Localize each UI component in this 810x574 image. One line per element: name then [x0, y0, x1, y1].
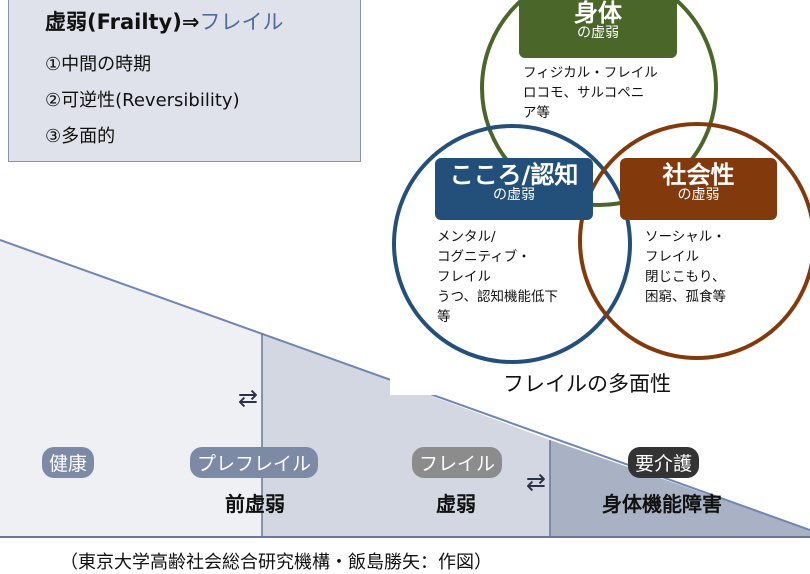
- source-note: （東京大学高齢社会総合研究機構・飯島勝矢：作図）: [60, 552, 492, 573]
- point-3: ③多面的: [45, 126, 116, 147]
- stage-care-pill: 要介護: [628, 447, 700, 478]
- stage-prefrail-pill: プレフレイル: [190, 447, 319, 478]
- stage-frail-label: 虚弱: [436, 492, 476, 516]
- reversible-arrow-icon: ⇄: [526, 468, 547, 496]
- stage-care-label: 身体機能障害: [602, 492, 722, 516]
- stage-frail-pill: フレイル: [412, 447, 503, 478]
- stage-health-pill: 健康: [42, 447, 95, 478]
- mental-label: こころ/認知の虚弱: [435, 158, 593, 220]
- point-1: ①中間の時期: [45, 54, 152, 75]
- venn-caption: フレイルの多面性: [503, 372, 671, 396]
- mental-text: メンタル/コグニティブ・フレイルうつ、認知機能低下等: [437, 229, 558, 325]
- definition-title: 虚弱(Frailty)⇒フレイル: [45, 10, 284, 34]
- social-circle: [578, 122, 810, 360]
- reversible-arrow-icon: ⇄: [238, 384, 259, 412]
- point-2: ②可逆性(Reversibility): [45, 90, 240, 111]
- social-label: 社会性の虚弱: [620, 158, 777, 220]
- stage-prefrail-label: 前虚弱: [225, 492, 285, 516]
- mental-circle: [392, 124, 632, 364]
- definition-box: [8, 0, 361, 162]
- social-text: ソーシャル・フレイル閉じこもり、困窮、孤食等: [645, 229, 726, 305]
- physical-text: フィジカル・フレイルロコモ、サルコペニア等: [523, 65, 658, 121]
- physical-label: 身体の虚弱: [519, 0, 677, 58]
- physical-circle: [480, 0, 718, 207]
